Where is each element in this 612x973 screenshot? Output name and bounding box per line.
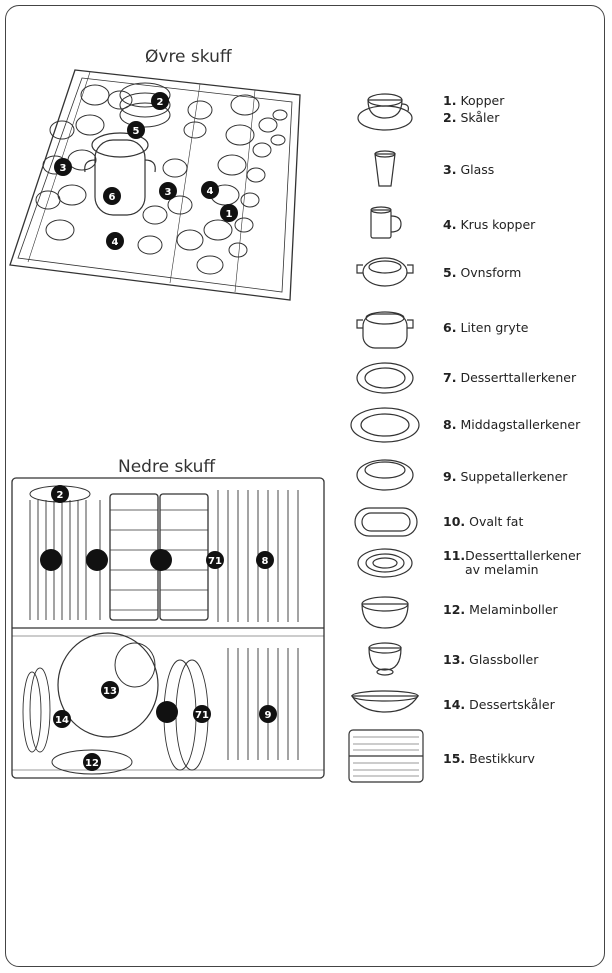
- upper-marker-4a: 4: [207, 186, 214, 197]
- legend-item-5: 5. Ovnsform: [443, 265, 522, 280]
- ovenware-icon: [356, 257, 414, 287]
- legend-item-10: 10. Ovalt fat: [443, 514, 524, 529]
- legend-item-13: 13. Glassboller: [443, 652, 539, 667]
- melamine-plate-icon: [357, 548, 413, 578]
- glass-bowl-icon: [368, 642, 402, 676]
- dinner-plate-icon: [350, 407, 420, 443]
- legend-item-8: 8. Middagstallerkener: [443, 417, 581, 432]
- dessert-plate-icon: [356, 362, 414, 394]
- upper-marker-3a: 3: [60, 163, 67, 174]
- dessert-bowl-icon: [350, 690, 420, 713]
- legend-item-14: 14. Dessertskåler: [443, 697, 555, 712]
- upper-marker-4b: 4: [112, 237, 119, 248]
- lower-marker-71a: 71: [208, 556, 222, 567]
- upper-marker-1: 1: [226, 209, 233, 220]
- lower-marker-71b: 71: [195, 710, 209, 721]
- oval-platter-icon: [354, 507, 418, 537]
- legend-item-3: 3. Glass: [443, 162, 495, 177]
- lower-marker-9: 9: [265, 710, 272, 721]
- lower-marker-13: 13: [103, 686, 117, 697]
- lower-rack-markers: [40, 485, 277, 771]
- legend-item-12: 12. Melaminboller: [443, 602, 558, 617]
- cup-saucer-icon: [357, 93, 413, 131]
- mug-icon: [370, 206, 402, 239]
- upper-marker-6: 6: [109, 192, 116, 203]
- legend-item-7: 7. Desserttallerkener: [443, 370, 577, 385]
- soup-plate-icon: [356, 459, 414, 491]
- small-pot-icon: [356, 311, 414, 349]
- legend-item-1: 1. Kopper: [443, 93, 505, 108]
- cutlery-basket-icon: [348, 729, 424, 783]
- upper-rack-markers: [54, 92, 238, 250]
- legend-item-4: 4. Krus kopper: [443, 217, 536, 232]
- legend-item-15: 15. Bestikkurv: [443, 751, 535, 766]
- lower-marker-14: 14: [55, 715, 69, 726]
- glass-icon: [374, 150, 396, 187]
- lower-marker-8: 8: [262, 556, 269, 567]
- legend-item-2: 2. Skåler: [443, 110, 500, 125]
- upper-marker-3b: 3: [165, 187, 172, 198]
- lower-rack-title: Nedre skuff: [118, 457, 216, 477]
- upper-marker-5: 5: [133, 126, 140, 137]
- page-frame: [5, 5, 605, 967]
- lower-marker-12: 12: [85, 758, 99, 769]
- upper-marker-2: 2: [157, 97, 164, 108]
- melamine-bowl-icon: [361, 596, 409, 629]
- upper-rack-title: Øvre skuff: [145, 47, 232, 67]
- legend-item-9: 9. Suppetallerkener: [443, 469, 568, 484]
- lower-marker-2: 2: [57, 490, 64, 501]
- legend-item-6: 6. Liten gryte: [443, 320, 529, 335]
